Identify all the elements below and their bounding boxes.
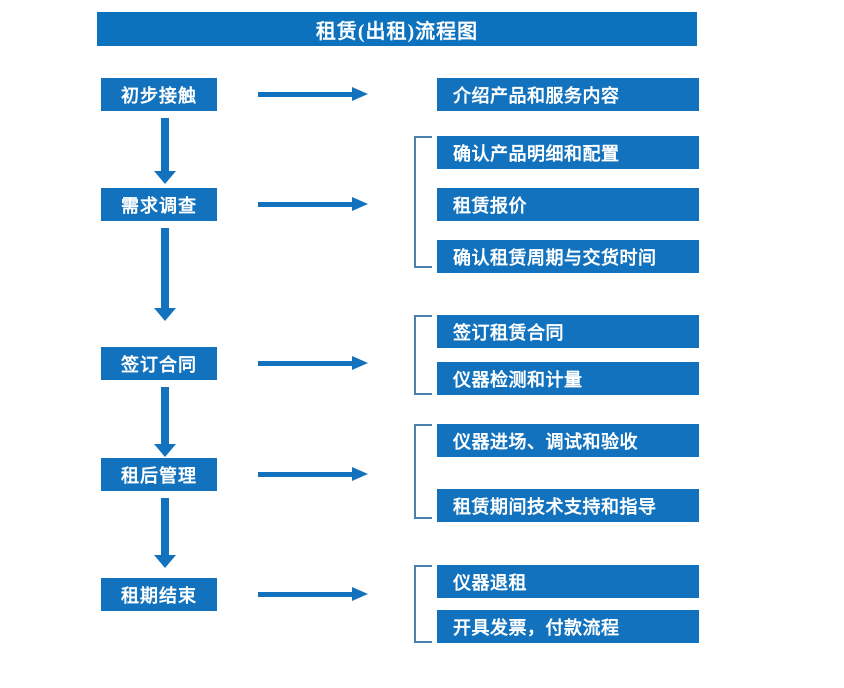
arrow-head xyxy=(352,197,368,211)
arrow-head xyxy=(154,444,176,457)
arrow-head xyxy=(352,587,368,601)
detail-box-3-2[interactable]: 仪器检测和计量 xyxy=(437,362,699,395)
detail-box-5-2[interactable]: 开具发票，付款流程 xyxy=(437,610,699,643)
arrow-head xyxy=(352,356,368,370)
group-bracket-4 xyxy=(414,424,432,519)
right-arrow-icon-3 xyxy=(258,355,368,371)
detail-box-2-1[interactable]: 确认产品明细和配置 xyxy=(437,136,699,169)
detail-box-4-1[interactable]: 仪器进场、调试和验收 xyxy=(437,424,699,457)
stage-box-2[interactable]: 需求调查 xyxy=(101,188,217,221)
arrow-shaft xyxy=(258,361,352,366)
stage-box-4[interactable]: 租后管理 xyxy=(101,458,217,491)
down-arrow-icon-4 xyxy=(154,498,176,568)
group-bracket-2 xyxy=(414,136,432,268)
arrow-head xyxy=(154,555,176,568)
detail-box-3-1[interactable]: 签订租赁合同 xyxy=(437,315,699,348)
arrow-shaft xyxy=(258,92,352,97)
down-arrow-icon-1 xyxy=(154,118,176,184)
right-arrow-icon-2 xyxy=(258,196,368,212)
detail-box-2-2[interactable]: 租赁报价 xyxy=(437,188,699,221)
group-bracket-3 xyxy=(414,315,432,395)
diagram-title: 租赁(出租)流程图 xyxy=(97,12,697,46)
detail-box-1-1[interactable]: 介绍产品和服务内容 xyxy=(437,78,699,111)
right-arrow-icon-5 xyxy=(258,586,368,602)
arrow-head xyxy=(352,467,368,481)
detail-box-5-1[interactable]: 仪器退租 xyxy=(437,565,699,598)
arrow-shaft xyxy=(258,592,352,597)
down-arrow-icon-3 xyxy=(154,387,176,457)
detail-box-4-2[interactable]: 租赁期间技术支持和指导 xyxy=(437,489,699,522)
arrow-shaft xyxy=(161,118,169,171)
stage-box-1[interactable]: 初步接触 xyxy=(101,78,217,111)
arrow-shaft xyxy=(161,228,169,308)
arrow-shaft xyxy=(258,202,352,207)
arrow-head xyxy=(352,87,368,101)
arrow-shaft xyxy=(258,472,352,477)
down-arrow-icon-2 xyxy=(154,228,176,321)
arrow-shaft xyxy=(161,498,169,555)
right-arrow-icon-1 xyxy=(258,86,368,102)
stage-box-5[interactable]: 租期结束 xyxy=(101,578,217,611)
arrow-head xyxy=(154,171,176,184)
right-arrow-icon-4 xyxy=(258,466,368,482)
arrow-head xyxy=(154,308,176,321)
arrow-shaft xyxy=(161,387,169,444)
group-bracket-5 xyxy=(414,565,432,643)
detail-box-2-3[interactable]: 确认租赁周期与交货时间 xyxy=(437,240,699,273)
stage-box-3[interactable]: 签订合同 xyxy=(101,347,217,380)
